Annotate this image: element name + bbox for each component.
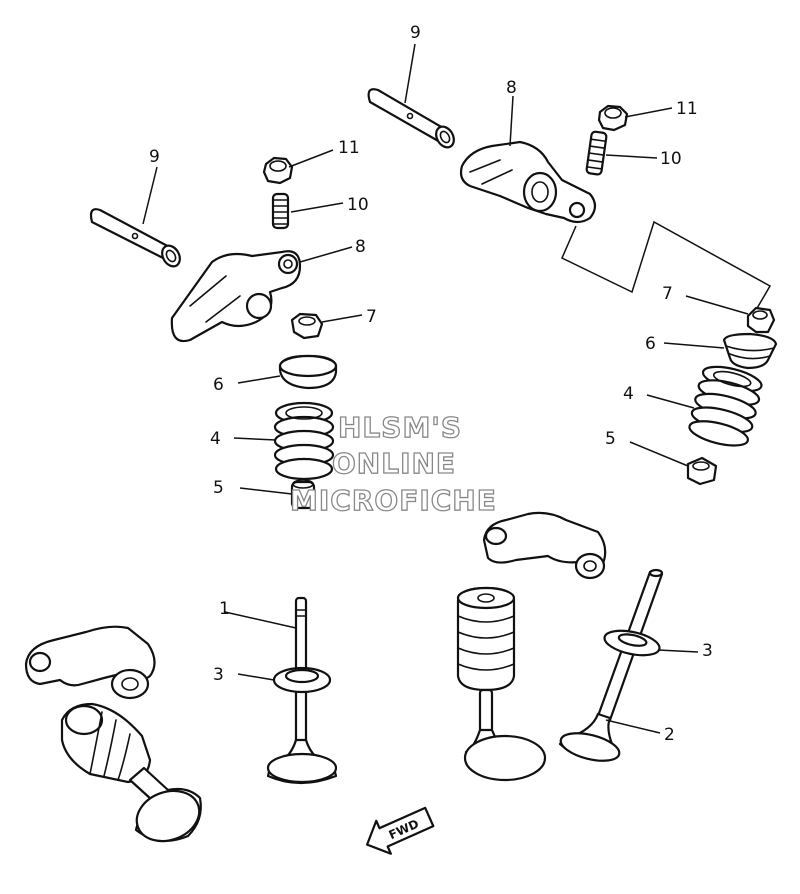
valve-spring-left: [273, 401, 335, 481]
rocker-arm-right: [459, 140, 597, 224]
assembled-rocker-right: [482, 511, 607, 580]
callout-3-left: 3: [213, 665, 224, 685]
valve-spring-seat-left: [272, 666, 332, 694]
callout-10-right: 10: [660, 149, 682, 169]
valve-stem-seal-left: [290, 479, 316, 510]
callout-9-left: 9: [149, 147, 160, 167]
valve-spring-seat-right: [603, 629, 661, 657]
spring-retainer-left: [278, 354, 338, 390]
spring-retainer-right: [722, 332, 778, 370]
callout-11-left: 11: [338, 138, 360, 158]
callout-1: 1: [219, 599, 230, 619]
callout-6-left: 6: [213, 375, 224, 395]
callout-7-right: 7: [662, 284, 673, 304]
fwd-direction-arrow: FWD: [366, 806, 435, 855]
callout-5-left: 5: [213, 478, 224, 498]
watermark-line-1: HLSM'S: [338, 411, 462, 444]
callout-7-left: 7: [366, 307, 377, 327]
assembly-bracket: [561, 220, 772, 311]
rocker-shaft-right: [367, 88, 455, 149]
callout-8-left: 8: [355, 237, 366, 257]
exhaust-valve: [558, 568, 664, 762]
assembled-valve-spring-left: [60, 702, 202, 843]
callout-4-right: 4: [623, 384, 634, 404]
valve-cotter-left: [290, 312, 324, 340]
rocker-arm-left: [170, 250, 302, 343]
valve-cotter-right: [746, 306, 776, 334]
callout-6-right: 6: [645, 334, 656, 354]
lock-nut-left: [262, 156, 294, 185]
callout-8-right: 8: [506, 78, 517, 98]
rocker-shaft-left: [89, 208, 181, 268]
assembled-rocker-left: [24, 625, 156, 700]
callout-11-right: 11: [676, 99, 698, 119]
valve-stem-seal-right: [686, 456, 718, 486]
callout-2: 2: [664, 725, 675, 745]
lock-nut-right: [597, 104, 629, 132]
assembled-valve-spring-right: [456, 586, 547, 782]
callout-4-left: 4: [210, 429, 221, 449]
callout-9-right: 9: [410, 23, 421, 43]
watermark-line-2: ONLINE: [332, 447, 456, 480]
watermark-line-3: MICROFICHE: [290, 484, 497, 517]
adjusting-screw-left: [271, 192, 290, 230]
valve-spring-right: [688, 365, 763, 447]
callout-10-left: 10: [347, 195, 369, 215]
callout-3-right: 3: [702, 641, 713, 661]
watermark: HLSM'S ONLINE MICROFICHE: [289, 410, 497, 517]
callout-5-right: 5: [605, 429, 616, 449]
adjusting-screw-right: [585, 130, 608, 176]
